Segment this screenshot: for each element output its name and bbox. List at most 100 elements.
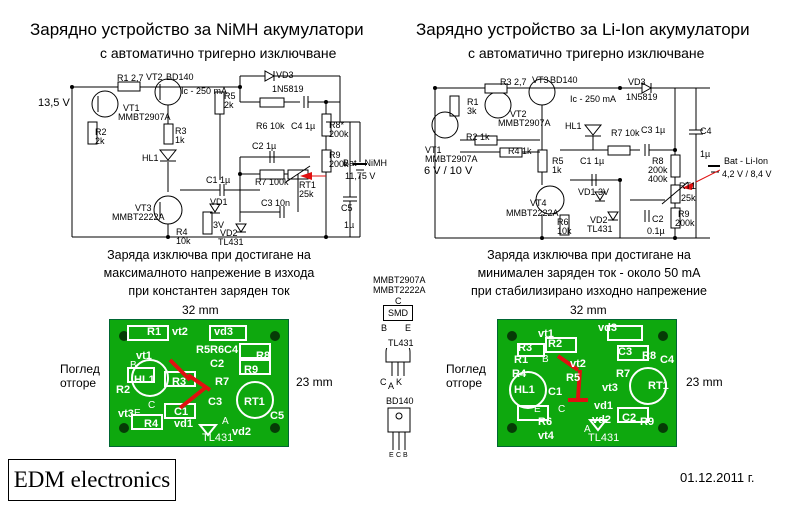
- right-rt1-value: 25k: [681, 193, 696, 203]
- left-pcb-art: [119, 325, 280, 437]
- left-pcb-label-vt3: vt3: [118, 408, 134, 420]
- right-pcb-label-b: B: [542, 354, 549, 365]
- right-pcb-label-r8: R8: [642, 350, 657, 362]
- right-pcb-label-c2: C2: [622, 412, 637, 424]
- left-pcb-label-tl431: TL431: [202, 432, 234, 444]
- legend-tl431-pin-c: C: [380, 377, 387, 387]
- left-pcb-label-b: B: [130, 360, 137, 371]
- right-subtitle: с автоматично тригерно изключване: [468, 45, 705, 61]
- right-c2-value: 0.1µ: [647, 226, 665, 236]
- right-title: Зарядно устройство за Li-Ion акумулатори: [416, 20, 750, 39]
- left-pcb-label-r7: R7: [215, 376, 230, 388]
- left-r9: R9: [329, 150, 341, 160]
- right-vt2: VT2: [510, 109, 527, 119]
- right-pcb-label-rt1: RT1: [648, 380, 669, 392]
- left-note-line2: максималното напрежение в изхода: [103, 266, 315, 280]
- left-r8-value: 200k: [329, 129, 349, 139]
- left-r5-value: 2k: [224, 100, 234, 110]
- right-pcb-label-vt4: vt4: [538, 430, 554, 442]
- right-r8-value2: 400k: [648, 174, 668, 184]
- right-vt1-type: MMBT2907A: [425, 154, 478, 164]
- right-pcb-label-a: A: [584, 424, 591, 435]
- left-pcb-label-rt1: RT1: [244, 396, 265, 408]
- right-ic-current: Ic - 250 mA: [570, 94, 617, 104]
- right-pcb-label-r5: R5: [566, 372, 581, 384]
- right-pcb-art: [507, 325, 668, 433]
- left-c2: C2 1µ: [252, 141, 277, 151]
- right-pcb-label-e: E: [534, 404, 541, 415]
- right-vt3: VT3: [532, 75, 549, 85]
- legend-tl431-pin-a: A: [388, 381, 395, 391]
- left-pcb-label-r3: R3: [172, 376, 187, 388]
- left-pcb-label-r6: R6: [210, 344, 225, 356]
- left-supply-voltage: 13,5 V: [38, 97, 70, 109]
- legend-type-2222: MMBT2222A: [373, 285, 426, 295]
- right-r1: R1: [467, 97, 479, 107]
- left-vt1: VT1: [123, 103, 140, 113]
- legend-bd140: BD140: [386, 396, 414, 406]
- left-vd3-type: 1N5819: [272, 84, 304, 94]
- left-vt2-type: BD140: [166, 72, 194, 82]
- left-pcb-label-r5: R5: [196, 344, 211, 356]
- left-r2: R2: [95, 127, 107, 137]
- right-c4: C4: [700, 126, 712, 136]
- left-pcb-label-c2: C2: [210, 358, 225, 370]
- right-r9: R9: [678, 209, 690, 219]
- right-r3: R3: [500, 77, 512, 87]
- right-vd2-type: TL431: [587, 224, 613, 234]
- right-r9-value: 200k: [675, 218, 695, 228]
- legend-type-2907: MMBT2907A: [373, 275, 426, 285]
- left-pcb-label-e: E: [134, 408, 141, 419]
- right-battery-label: Bat - Li-Ion: [724, 156, 769, 166]
- legend-smd-pin-e: E: [405, 323, 412, 333]
- right-r5: R5: [552, 156, 564, 166]
- left-pcb-height: 23 mm: [296, 375, 333, 389]
- right-vd1: VD1 3V: [578, 187, 610, 197]
- left-r5: R5: [224, 91, 236, 101]
- left-rt1-value: 25k: [299, 189, 314, 199]
- right-pcb-label-vd3: vd3: [598, 322, 617, 334]
- right-r8: R8: [652, 156, 664, 166]
- left-view-label: Поглед: [60, 362, 100, 376]
- right-vd2: VD2: [590, 215, 608, 225]
- right-supply-voltage: 6 V / 10 V: [424, 165, 473, 177]
- left-r2-value: 2k: [95, 136, 105, 146]
- left-ic-current: Ic - 250 mA: [181, 86, 228, 96]
- right-pcb-label-c: C: [558, 404, 566, 415]
- right-pcb-label-vt3: vt3: [602, 382, 618, 394]
- left-pcb-label-vd1: vd1: [174, 418, 193, 430]
- tl431-package-icon: [385, 348, 411, 376]
- right-r2: R2 1k: [466, 132, 490, 142]
- left-vt2: VT2: [146, 72, 163, 82]
- right-view-label2: отгоре: [446, 376, 483, 390]
- left-vd3: VD3: [276, 70, 294, 80]
- right-pcb-label-vt1: vt1: [538, 328, 554, 340]
- right-pcb-label-vt2: vt2: [570, 358, 586, 370]
- left-c4: C4 1µ: [291, 121, 316, 131]
- bd140-package-icon: [387, 407, 411, 450]
- left-pcb-label-r2: R2: [116, 384, 131, 396]
- right-pcb-label-vd1: vd1: [594, 400, 613, 412]
- legend-bd140-pin-c: C: [396, 452, 402, 459]
- right-r1-value: 3k: [467, 106, 477, 116]
- left-pcb-label-r8: R8: [256, 350, 271, 362]
- legend-bd140-pin-b: B: [403, 452, 408, 459]
- left-r6: R6 10k: [256, 121, 285, 131]
- left-pcb-width: 32 mm: [182, 303, 219, 317]
- left-r4: R4: [176, 227, 188, 237]
- right-pcb: vd3 vt1 R3 R2 C3 R1 B R8 R4 vt2 R5 C4 HL…: [497, 319, 677, 447]
- right-note-line3: при стабилизирано изходно напрежение: [471, 284, 707, 298]
- right-rt1: RT1: [679, 181, 696, 191]
- left-vt1-type: MMBT2907A: [118, 112, 171, 122]
- right-vt4-type: MMBT2222A: [506, 208, 559, 218]
- left-r8: R8*: [329, 120, 345, 130]
- right-r6: R6: [557, 217, 569, 227]
- left-rt1: RT1: [299, 180, 316, 190]
- left-pcb-label-vd2: vd2: [232, 426, 251, 438]
- left-pcb-label-hl1: HL1: [134, 374, 155, 386]
- left-subtitle: с автоматично тригерно изключване: [100, 45, 337, 61]
- left-pcb-label-r9: R9: [244, 364, 259, 376]
- right-r8-value: 200k: [648, 165, 668, 175]
- left-pcb-label-c4: C4: [224, 344, 239, 356]
- right-pcb-label-r7: R7: [616, 368, 631, 380]
